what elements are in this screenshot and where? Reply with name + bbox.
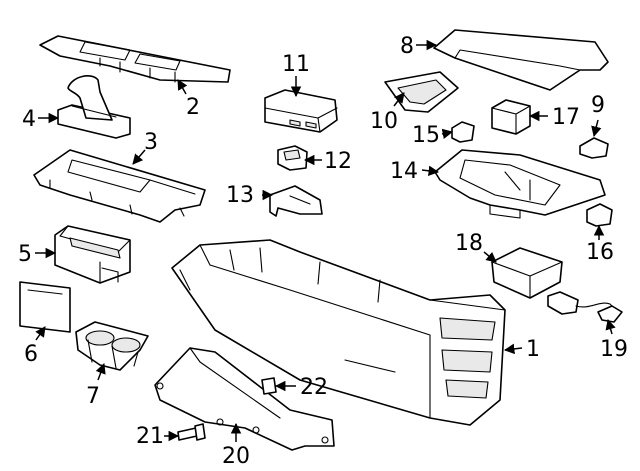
part-12-switch bbox=[277, 145, 308, 171]
callout-5: 5 bbox=[18, 242, 32, 267]
part-2-trim-plate bbox=[39, 35, 231, 83]
part-15-fitting bbox=[451, 121, 475, 143]
part-20-lower-trim bbox=[154, 347, 335, 451]
part-18-control-module bbox=[491, 247, 563, 299]
leader-lines bbox=[35, 39, 616, 442]
callout-1: 1 bbox=[526, 337, 540, 362]
part-1-console-body bbox=[171, 239, 506, 426]
leader-14 bbox=[421, 165, 440, 177]
leader-2 bbox=[177, 79, 188, 95]
callout-15: 15 bbox=[412, 123, 440, 148]
leader-10 bbox=[393, 92, 405, 107]
callout-19: 19 bbox=[600, 337, 628, 362]
leader-7 bbox=[95, 363, 106, 381]
part-19-wire-harness bbox=[547, 291, 623, 323]
callout-4: 4 bbox=[22, 107, 36, 132]
part-14-storage-bin bbox=[434, 149, 606, 219]
part-10-tray-insert bbox=[384, 71, 459, 113]
callout-8: 8 bbox=[400, 34, 414, 59]
callout-17: 17 bbox=[552, 105, 580, 130]
callout-9: 9 bbox=[591, 93, 605, 118]
leader-15 bbox=[441, 128, 454, 140]
callout-3: 3 bbox=[144, 130, 158, 155]
part-4-shifter-boot bbox=[57, 75, 131, 139]
part-6-panel bbox=[19, 281, 71, 333]
leader-3 bbox=[132, 149, 146, 165]
callout-labels: 1 2 3 4 5 6 7 8 9 10 11 12 13 14 15 16 1… bbox=[18, 34, 628, 469]
part-11-module bbox=[264, 89, 338, 133]
part-22-clip bbox=[261, 377, 277, 395]
callout-18: 18 bbox=[455, 231, 483, 256]
callout-14: 14 bbox=[390, 159, 418, 184]
part-13-bracket bbox=[269, 185, 323, 217]
part-5-bin-module bbox=[54, 225, 131, 284]
callout-13: 13 bbox=[226, 183, 254, 208]
callout-12: 12 bbox=[324, 149, 352, 174]
callout-2: 2 bbox=[186, 95, 200, 120]
part-3-storage-tray bbox=[33, 149, 206, 223]
part-9-clip bbox=[579, 137, 609, 159]
part-7-cup-holder bbox=[75, 321, 149, 371]
callout-16: 16 bbox=[586, 240, 614, 265]
part-21-screw bbox=[177, 423, 206, 441]
part-8-armrest-lid bbox=[433, 29, 609, 91]
leader-6 bbox=[35, 326, 46, 341]
callout-20: 20 bbox=[222, 444, 250, 469]
leader-9 bbox=[591, 119, 602, 138]
callout-6: 6 bbox=[24, 342, 38, 367]
callout-22: 22 bbox=[300, 375, 328, 400]
leader-19 bbox=[605, 318, 616, 335]
leader-1 bbox=[503, 343, 523, 355]
callout-21: 21 bbox=[136, 424, 164, 449]
leader-18 bbox=[483, 251, 497, 263]
callout-10: 10 bbox=[370, 109, 398, 134]
part-16-latch bbox=[586, 203, 613, 227]
callout-7: 7 bbox=[86, 384, 100, 409]
callout-11: 11 bbox=[282, 52, 310, 77]
part-17-connector bbox=[491, 99, 531, 135]
